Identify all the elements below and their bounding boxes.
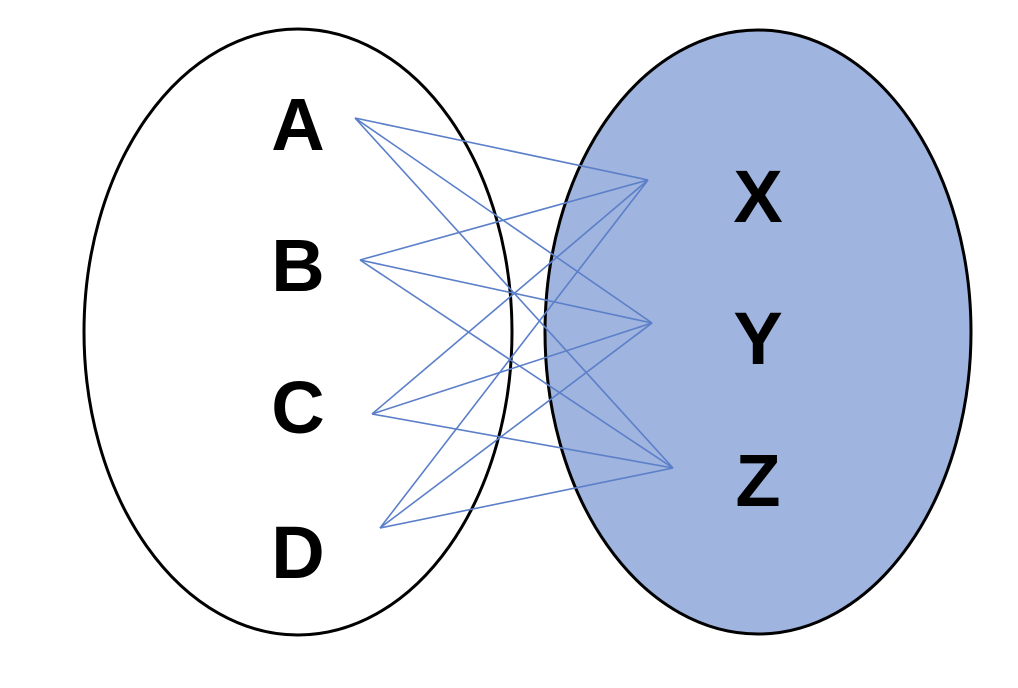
mapping-line-d-x (379, 179, 649, 529)
mapping-line-c-z (371, 413, 674, 469)
mapping-line-c-y (371, 322, 653, 415)
domain-element-a: A (271, 83, 324, 166)
mapping-line-b-x (359, 179, 649, 261)
domain-set-ellipse (82, 27, 514, 637)
domain-element-c: C (271, 366, 324, 449)
mapping-line-d-y (379, 322, 653, 529)
mapping-line-b-z (359, 259, 674, 469)
codomain-set-ellipse (543, 28, 973, 636)
domain-element-b: B (271, 224, 324, 307)
domain-element-d: D (271, 511, 324, 594)
mapping-line-b-y (359, 259, 653, 324)
mapping-line-a-x (354, 117, 649, 181)
mapping-line-c-x (371, 179, 649, 415)
codomain-element-x: X (733, 155, 782, 238)
codomain-element-z: Z (735, 439, 780, 522)
mapping-line-d-z (379, 467, 674, 529)
codomain-element-y: Y (733, 297, 782, 380)
mapping-lines (354, 117, 674, 529)
